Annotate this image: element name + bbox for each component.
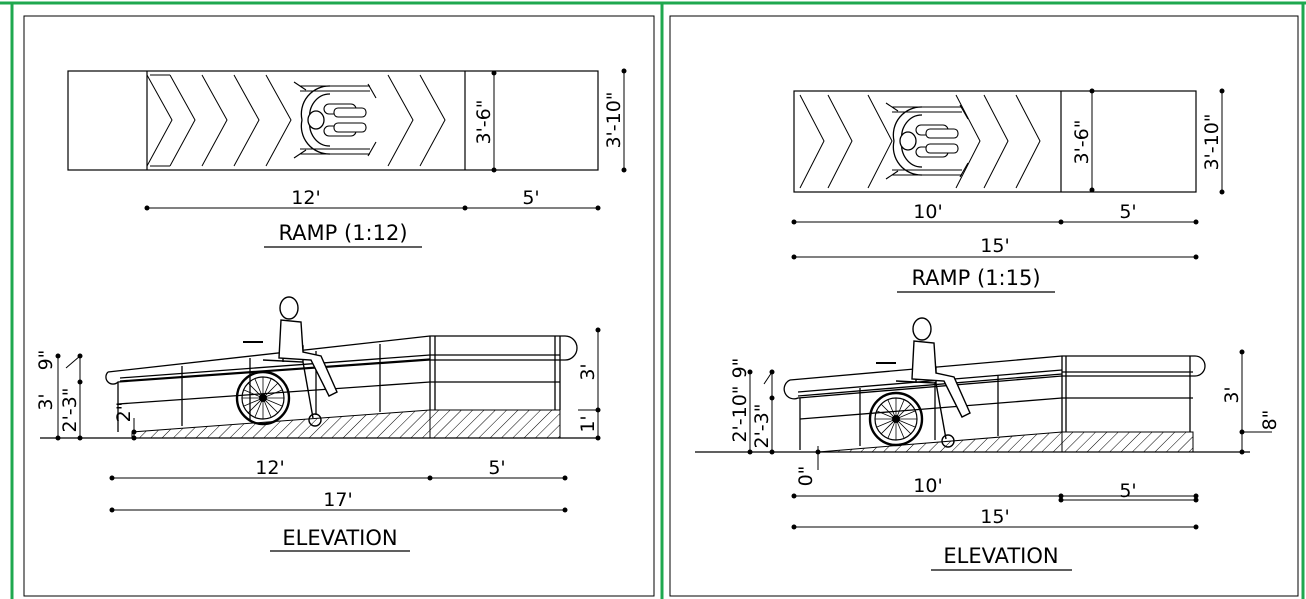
left-plan-dim-landing: 5' [522,187,539,209]
left-elev-dim-ramp: 12' [255,457,284,479]
left-elev-dim-landing: 5' [488,457,505,479]
left-plan-title: RAMP (1:12) [278,221,407,245]
right-elev-dim-landing: 5' [1119,480,1136,502]
right-plan-width-outer: 3'-10" [1201,113,1223,170]
right-plan-title: RAMP (1:15) [911,266,1040,290]
left-elev-dim-top-offset: 9" [35,350,57,371]
right-elev-dim-total: 15' [980,506,1009,528]
right-plan-dim-total: 15' [980,235,1009,257]
right-elev-dim-landing-rail: 3' [1221,386,1243,403]
left-elev-dim-start: 2" [113,402,135,423]
left-ramp-plan: 3'-6" 3'-10" 12' 5' RAMP (1:12) [67,68,627,248]
right-plan-dim-ramp: 10' [913,201,942,223]
left-plan-width-outer: 3'-10" [603,91,625,148]
right-elev-dim-rail-height: 2'-10" [729,385,751,442]
left-elev-dim-mid-rail: 2'-3" [59,388,81,433]
left-plan-dim-ramp: 12' [291,187,320,209]
right-plan-width-inner: 3'-6" [1071,120,1093,165]
left-elev-dim-landing-height: 1' [577,415,599,432]
right-plan-dim-landing: 5' [1119,201,1136,223]
left-panel: 3'-6" 3'-10" 12' 5' RAMP (1:12) [35,68,627,552]
left-elev-dim-total: 17' [323,489,352,511]
right-elev-dim-start: 0" [795,466,817,487]
right-elev-dim-ramp: 10' [913,475,942,497]
left-plan-width-inner: 3'-6" [473,100,495,145]
right-ramp-plan: 3'-6" 3'-10" 10' 5' 15' RAMP (1:15) [791,88,1225,293]
right-elev-dim-landing-height: 8" [1259,410,1281,431]
right-elev-dim-mid-rail: 2'-3" [751,404,773,449]
right-ramp-elevation: 9" 2'-10" 2'-3" 0" 3' 8" 10' 5' 15' ELEV… [695,316,1281,571]
left-elev-dim-landing-rail: 3' [577,363,599,380]
left-elev-dim-rail-height: 3' [35,393,57,410]
left-elev-title: ELEVATION [282,526,397,550]
right-elev-dim-top-offset: 9" [729,358,751,379]
left-ramp-elevation: 9" 3' 2'-3" 2" 3' 1' 12' 5' 17' ELEVATIO… [35,295,601,552]
right-elev-title: ELEVATION [943,544,1058,568]
right-panel: 3'-6" 3'-10" 10' 5' 15' RAMP (1:15) [695,88,1281,571]
